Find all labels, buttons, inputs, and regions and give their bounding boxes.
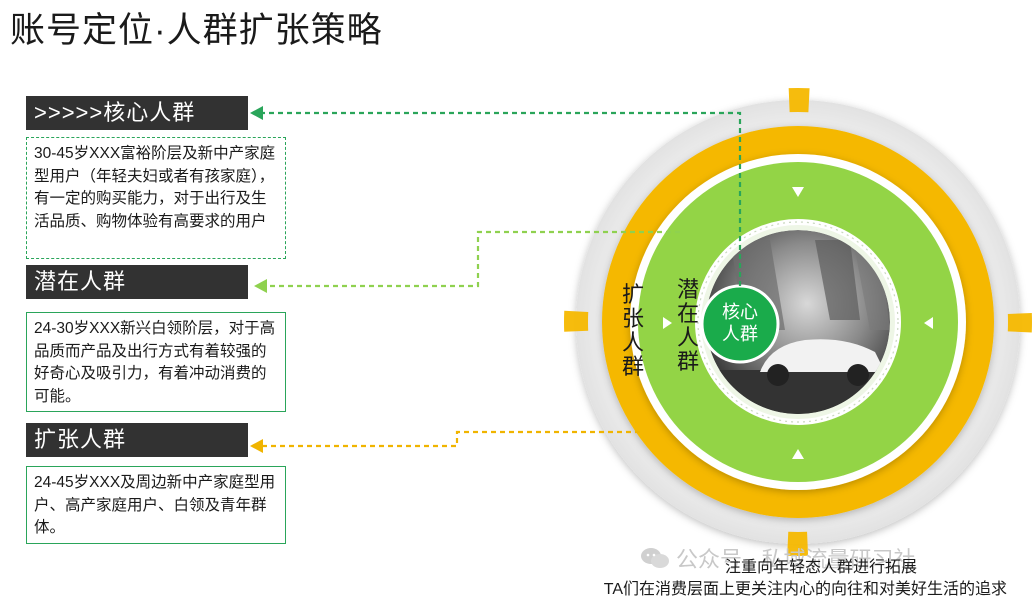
triangle-right-icon	[663, 317, 672, 329]
connector-core	[262, 111, 742, 286]
watermark: 公众号 · 私域流量研习社	[640, 542, 916, 574]
arrow-expansion-icon	[250, 439, 263, 453]
ring-label-core: 核心人群	[722, 302, 758, 344]
desc-core-group: 30-45岁XXX富裕阶层及新中产家庭型用户（年轻夫妇或者有孩家庭），有一定的购…	[26, 137, 286, 259]
label-potential-group: 潜在人群	[26, 265, 248, 299]
connector-potential	[266, 230, 680, 288]
arrow-potential-icon	[254, 279, 267, 293]
ring-label-potential: 潜在人群	[677, 277, 699, 374]
desc-expansion-group: 24-45岁XXX及周边新中产家庭型用户、高产家庭用户、白领及青年群体。	[26, 466, 286, 544]
desc-potential-group: 24-30岁XXX新兴白领阶层，对于高品质而产品及出行方式有着较强的好奇心及吸引…	[26, 312, 286, 412]
triangle-left-icon	[924, 317, 933, 329]
ring-label-expansion: 扩张人群	[622, 282, 644, 379]
connector-expansion	[262, 430, 640, 448]
label-expansion-group: 扩张人群	[26, 423, 248, 457]
wechat-icon	[641, 548, 669, 568]
triangle-up-icon	[792, 449, 804, 459]
triangle-down-icon	[792, 187, 804, 197]
footer-line-2: TA们在消费层面上更关注内心的向往和对美好生活的追求	[603, 581, 1007, 598]
footer-line-1: 注重向年轻态人群进行拓展	[724, 559, 917, 576]
page-title: 账号定位·人群扩张策略	[10, 11, 383, 50]
label-core-group: >>>>>核心人群	[26, 96, 248, 130]
watermark-text: 公众号 · 私域流量研习社	[676, 547, 916, 572]
arrow-core-icon	[250, 106, 263, 120]
